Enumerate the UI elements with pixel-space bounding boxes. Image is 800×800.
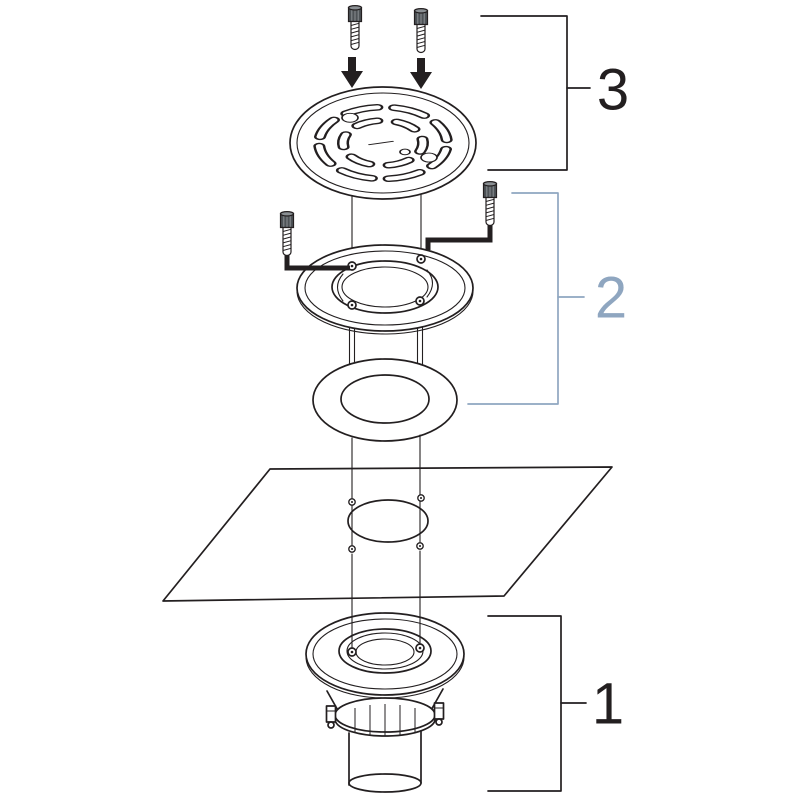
drain-body <box>305 612 465 793</box>
drain-opening <box>338 628 432 674</box>
drain-pipe-bottom <box>348 773 422 793</box>
callout-3: 3 <box>480 15 629 171</box>
callout-2-bracket <box>467 192 559 405</box>
clamping-ring-opening-inner <box>341 266 429 308</box>
clamping-ring-left-slot <box>336 273 344 302</box>
clamping-ring-outer-rim <box>296 244 474 332</box>
drain-collar-bottom <box>334 717 436 737</box>
strainer-grate <box>289 86 477 200</box>
drain-flange-outer <box>305 612 465 696</box>
drain-collar-hatch <box>354 704 416 736</box>
down-arrow-left-icon <box>341 57 363 88</box>
middle-connector-lines <box>348 434 425 553</box>
callout-1: 1 <box>487 615 624 792</box>
strainer-screw-hole-right <box>420 152 438 163</box>
leader-line-right <box>425 224 493 250</box>
strainer-small-hole <box>399 148 411 156</box>
callout-3-label: 3 <box>597 58 629 123</box>
sealing-ring-inner <box>340 374 430 424</box>
strainer-inner-rim <box>296 92 470 194</box>
callout-1-bracket <box>487 615 562 792</box>
callout-3-bracket <box>480 15 568 171</box>
membrane-sheet <box>162 466 613 602</box>
clamp-screw-left-icon <box>279 211 295 257</box>
clamping-ring-right-slot <box>426 269 434 298</box>
callout-2: 2 <box>467 192 627 405</box>
leader-line-left <box>284 253 350 271</box>
callout-2-label: 2 <box>595 266 627 331</box>
drain-clamp-bolt-right <box>433 702 445 726</box>
strainer-screws <box>341 4 432 89</box>
clamping-ring-thickness <box>296 289 474 335</box>
strainer-screw-left-icon <box>347 4 363 51</box>
clamping-ring-opening <box>331 260 439 314</box>
strainer-slot-pattern <box>319 107 446 178</box>
drain-flange-inner-rim <box>312 618 458 690</box>
callout-1-label: 1 <box>592 672 624 737</box>
strainer-screw-right-icon <box>413 8 429 54</box>
clamping-ring-inner-rim <box>304 250 466 326</box>
sealing-ring <box>312 358 458 442</box>
down-arrow-right-icon <box>410 58 432 89</box>
membrane-hole <box>347 499 429 543</box>
lower-connector-lines <box>347 550 425 657</box>
strainer-center-mark <box>368 140 394 146</box>
strainer-screw-hole-left <box>341 112 359 123</box>
clamp-screws <box>279 181 498 271</box>
clamping-ring <box>296 244 474 335</box>
drain-clamp-bolt-left <box>325 705 337 729</box>
clamp-screw-right-icon <box>482 181 498 227</box>
